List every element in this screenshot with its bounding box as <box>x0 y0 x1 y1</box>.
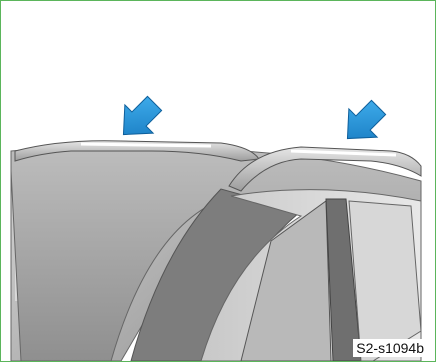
arrow-icon-left <box>109 89 168 148</box>
roof-rail-left-highlight <box>81 144 211 146</box>
side-window-rear <box>349 201 421 361</box>
arrow-icon-right <box>333 93 392 152</box>
figure-reference-code: S2-s1094b <box>353 339 427 357</box>
